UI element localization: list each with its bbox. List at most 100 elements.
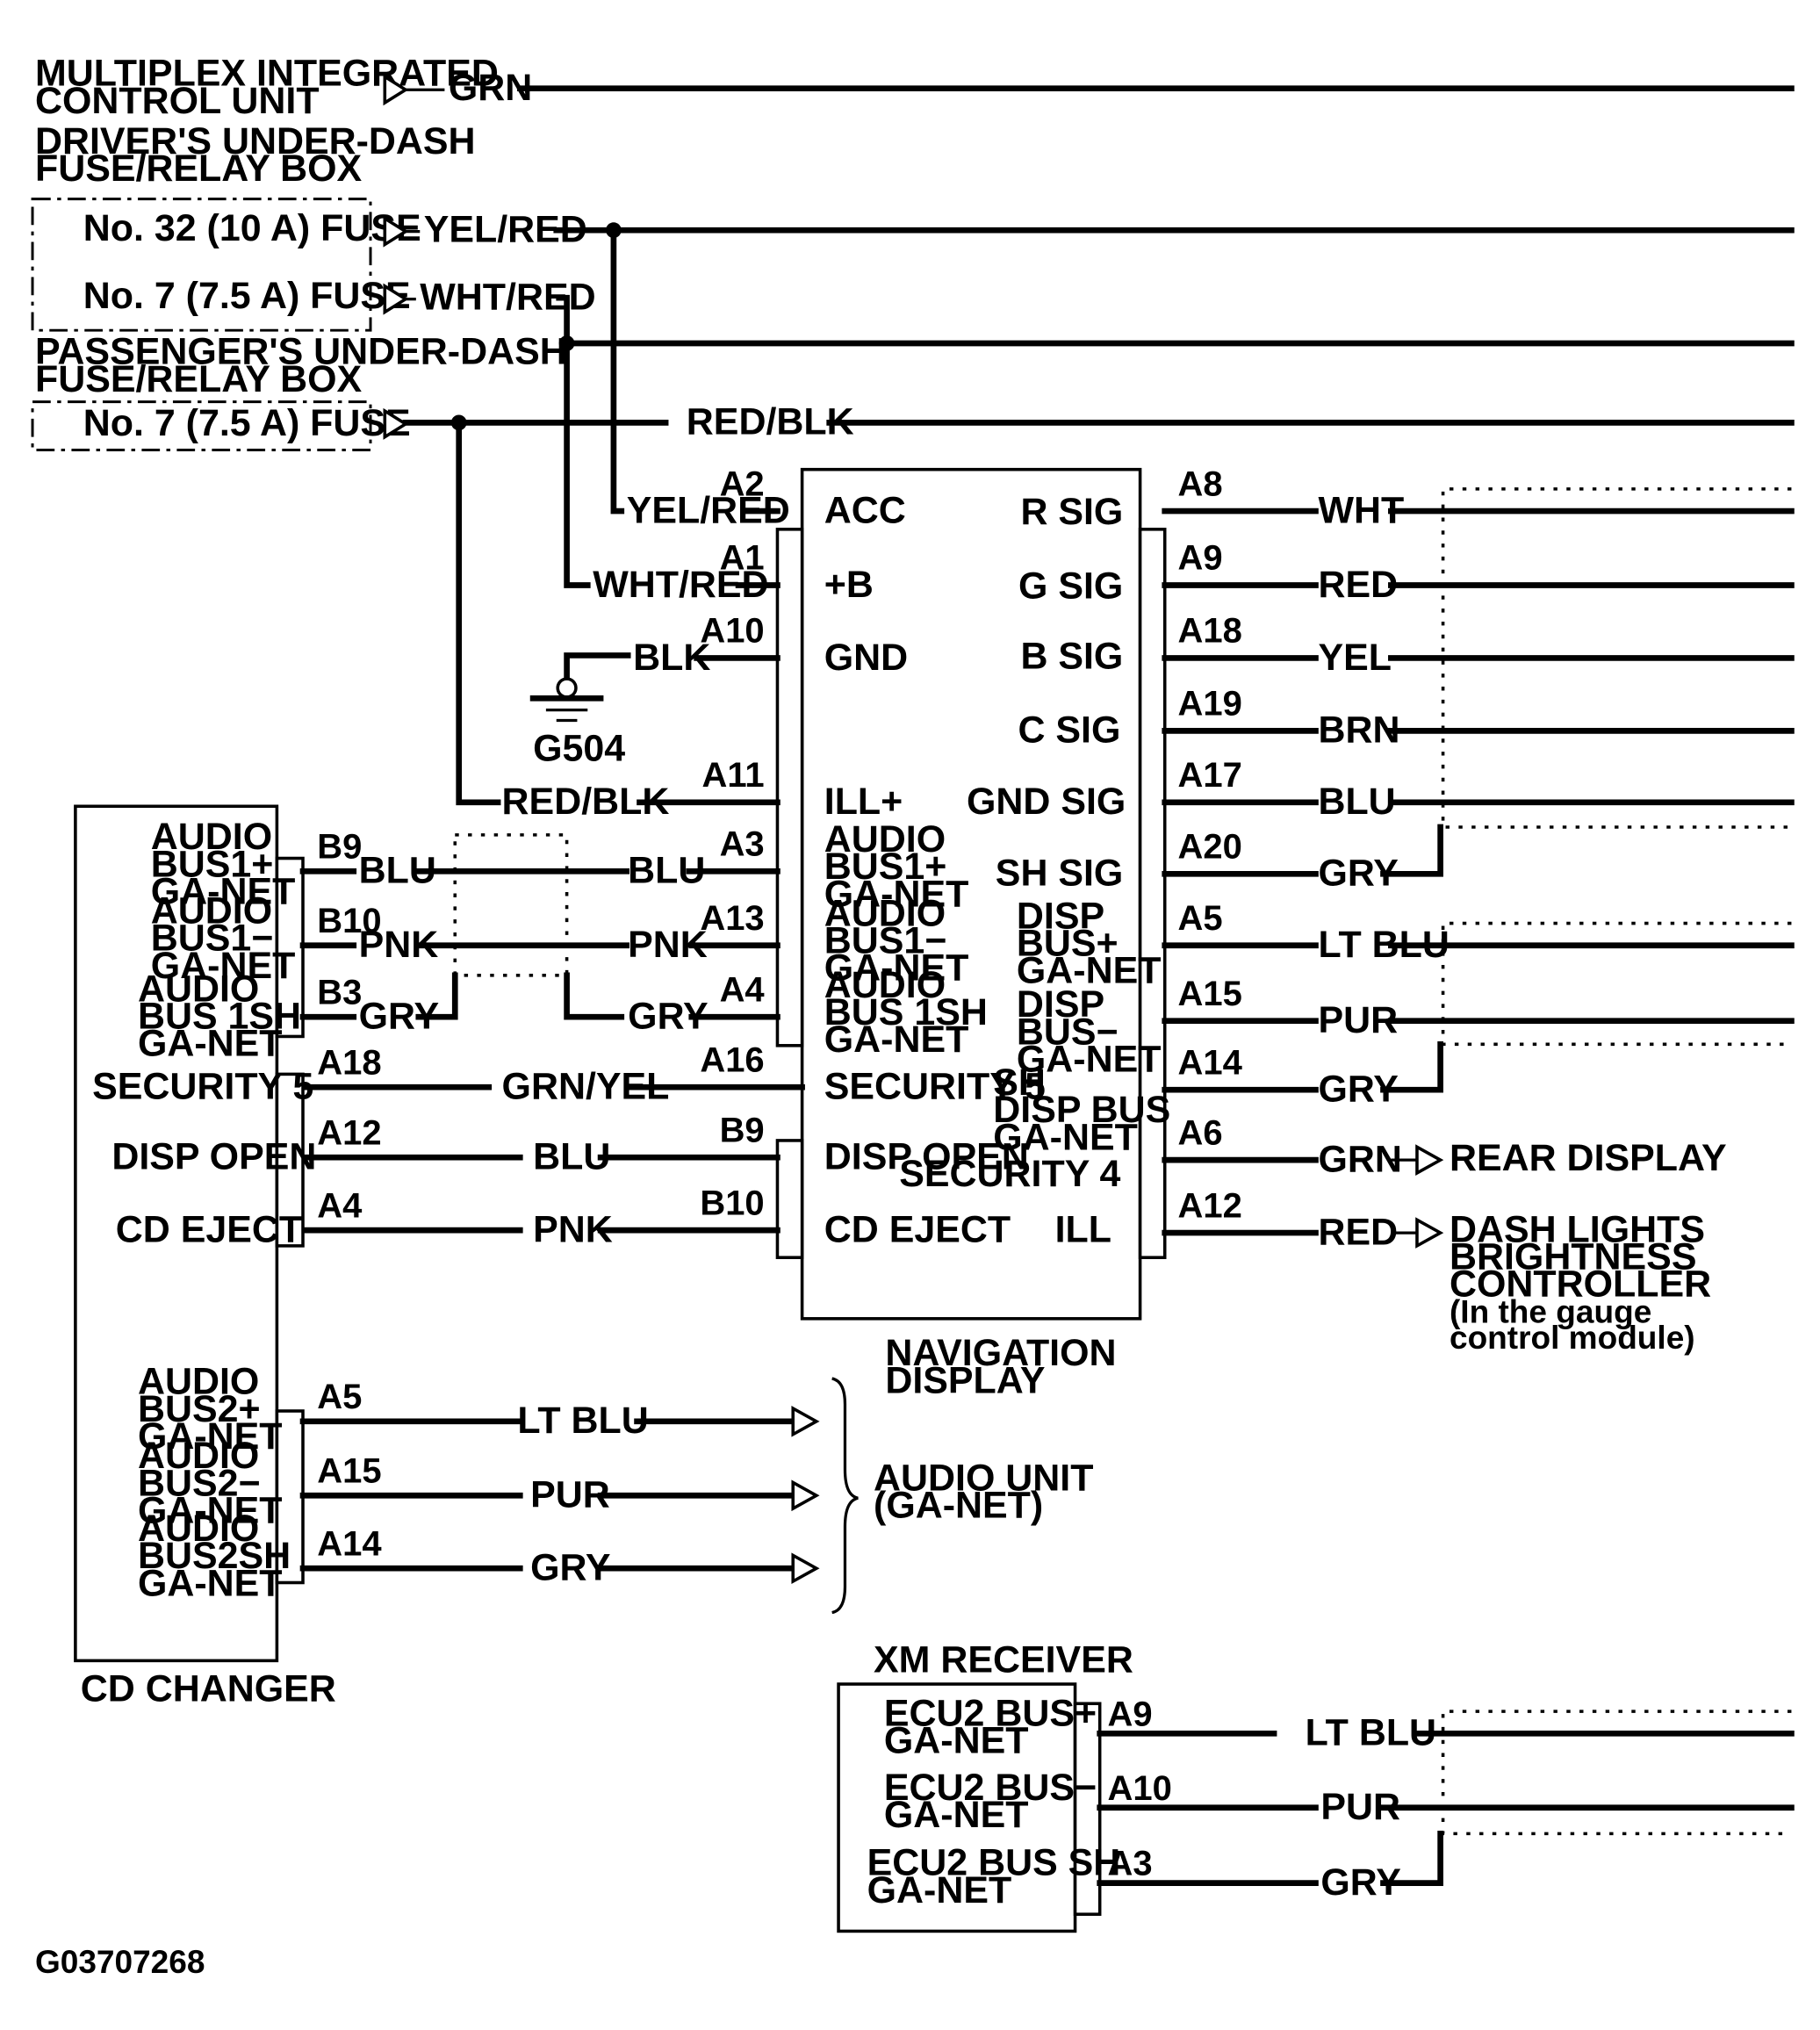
audio-unit-arrow bbox=[791, 1479, 820, 1512]
nav-terminal-a9: G SIG bbox=[1018, 565, 1123, 607]
cd-terminal-a14: GA-NET bbox=[138, 1562, 283, 1604]
nav-terminal-a19: C SIG bbox=[1018, 709, 1120, 752]
ground-label: G504 bbox=[533, 727, 625, 769]
xm-terminal-a9: ECU2 BUS+ bbox=[884, 1692, 1097, 1734]
nav-pin-a19: A19 bbox=[1178, 685, 1242, 723]
shield-groups bbox=[453, 487, 1792, 1093]
wire bbox=[415, 972, 458, 1020]
cd-terminal-b9: AUDIO bbox=[151, 816, 272, 858]
cd-wire-a5: LT BLU bbox=[517, 1400, 648, 1442]
cd-pin-a15: A15 bbox=[317, 1451, 381, 1490]
cd-changer-pins: AUDIOBUS1+GA-NETB9BLUAUDIOBUS1−GA-NETB10… bbox=[92, 816, 820, 1604]
nav-wire-a12: RED bbox=[1318, 1211, 1398, 1253]
nav-terminal-a3: BUS1+ bbox=[824, 846, 947, 888]
nav-terminal-a13: GA-NET bbox=[824, 947, 969, 990]
xm-terminal-a10: GA-NET bbox=[884, 1794, 1029, 1836]
multiplex-label-2: CONTROL UNIT bbox=[35, 80, 320, 122]
nav-pin-a13: A13 bbox=[700, 899, 764, 938]
nav-terminal-a13: BUS1− bbox=[824, 920, 947, 962]
cd-terminal-a5: BUS2+ bbox=[138, 1388, 261, 1430]
wire-wht-red bbox=[556, 294, 570, 347]
fuse-32-label: No. 32 (10 A) FUSE bbox=[83, 207, 421, 249]
cd-wire-b9: BLU bbox=[359, 850, 436, 892]
cd-terminal-a18: SECURITY 5 bbox=[92, 1066, 313, 1108]
nav-terminal-b10: CD EJECT bbox=[824, 1208, 1011, 1250]
nav-body bbox=[800, 467, 1142, 1321]
nav-terminal-a5: BUS+ bbox=[1017, 923, 1119, 965]
nav-terminal-a14: SH bbox=[993, 1062, 1046, 1104]
nav-terminal-a14: GA-NET bbox=[993, 1116, 1138, 1158]
cd-wire-a15: PUR bbox=[530, 1474, 610, 1516]
nav-pin-a10: A10 bbox=[700, 612, 764, 651]
nav-pin-a14: A14 bbox=[1178, 1043, 1243, 1082]
cd-terminal-a5: GA-NET bbox=[138, 1415, 283, 1458]
nav-terminal-a3: AUDIO bbox=[824, 818, 946, 860]
wire-label: BLU bbox=[533, 1136, 610, 1178]
xm-pin-a3: A3 bbox=[1108, 1845, 1153, 1883]
cd-terminal-a14: BUS2SH bbox=[138, 1535, 291, 1577]
dash-lights-label-5: control module) bbox=[1450, 1319, 1695, 1356]
cd-pin-b3: B3 bbox=[317, 973, 362, 1011]
nav-pin-a17: A17 bbox=[1178, 756, 1242, 795]
xm-receiver: XM RECEIVER bbox=[837, 1639, 1792, 1933]
nav-terminal-a15: GA-NET bbox=[1017, 1038, 1162, 1080]
nav-terminal-a6: SECURITY 4 bbox=[899, 1153, 1120, 1195]
audio-unit-label-2: (GA-NET) bbox=[874, 1484, 1043, 1526]
cd-terminal-b9: BUS1+ bbox=[151, 843, 274, 885]
xm-pin-a10: A10 bbox=[1108, 1769, 1172, 1808]
cd-pin-b10: B10 bbox=[317, 902, 381, 940]
wire-red-blk-label: RED/BLK bbox=[687, 401, 854, 443]
cd-changer-body bbox=[74, 804, 279, 1663]
cd-terminal-b3: AUDIO bbox=[138, 968, 259, 1010]
nav-pin-a20: A20 bbox=[1178, 828, 1242, 867]
driver-box-label-2: FUSE/RELAY BOX bbox=[35, 148, 363, 190]
cd-terminal-b9: GA-NET bbox=[151, 870, 296, 912]
nav-terminal-a14: DISP BUS bbox=[993, 1089, 1170, 1131]
nav-terminal-a13: AUDIO bbox=[824, 893, 946, 935]
nav-pin-a6: A6 bbox=[1178, 1113, 1223, 1152]
cd-wire-a14: GRY bbox=[530, 1547, 610, 1589]
nav-pin-b9: B9 bbox=[720, 1111, 765, 1149]
nav-wire-a6: GRN bbox=[1318, 1138, 1401, 1180]
dash-lights-label-4: (In the gauge bbox=[1450, 1292, 1651, 1329]
nav-terminal-a20: SH SIG bbox=[996, 853, 1124, 895]
cd-pin-a14: A14 bbox=[317, 1524, 382, 1563]
dash-lights-output: DASH LIGHTS BRIGHTNESS CONTROLLER (In th… bbox=[1391, 1208, 1711, 1356]
nav-label-1: NAVIGATION bbox=[885, 1332, 1116, 1374]
nav-wire-a9: RED bbox=[1318, 564, 1398, 606]
diagram-id: G03707268 bbox=[35, 1943, 205, 1980]
cd-terminal-b10: AUDIO bbox=[151, 890, 272, 932]
nav-wire-a17: BLU bbox=[1318, 781, 1395, 823]
nav-terminal-a16: SECURITY 5 bbox=[824, 1066, 1046, 1108]
nav-terminal-a1: +B bbox=[824, 564, 874, 606]
xm-terminal-a9: GA-NET bbox=[884, 1720, 1029, 1762]
nav-terminal-a4: BUS 1SH bbox=[824, 991, 988, 1033]
nav-left-pins: ACCA2YEL/RED+BA1WHT/REDGNDA10BLKILL+A11R… bbox=[304, 464, 1046, 1250]
nav-pin-a5: A5 bbox=[1178, 899, 1223, 938]
cd-terminal-a12: DISP OPEN bbox=[112, 1136, 316, 1178]
xm-wire-a3: GRY bbox=[1320, 1861, 1400, 1904]
nav-pin-b10: B10 bbox=[700, 1184, 764, 1222]
nav-wire-a18: YEL bbox=[1318, 637, 1392, 679]
cd-pin-a5: A5 bbox=[317, 1378, 362, 1416]
nav-wire-a19: BRN bbox=[1318, 709, 1399, 752]
rear-display-label: REAR DISPLAY bbox=[1450, 1137, 1727, 1179]
passenger-box-label-2: FUSE/RELAY BOX bbox=[35, 358, 363, 400]
cd-terminal-a4: CD EJECT bbox=[116, 1208, 302, 1250]
nav-pin-a15: A15 bbox=[1178, 975, 1242, 1013]
nav-terminal-a10: GND bbox=[824, 637, 908, 679]
cd-wire-b10: PNK bbox=[359, 924, 439, 966]
nav-pin-a18: A18 bbox=[1178, 612, 1242, 651]
dash-lights-label-1: DASH LIGHTS bbox=[1450, 1208, 1705, 1250]
driver-fuse-box: DRIVER'S UNDER-DASH FUSE/RELAY BOX No. 3… bbox=[31, 120, 1795, 347]
nav-connector-a-left bbox=[775, 528, 804, 1047]
cd-terminal-b10: GA-NET bbox=[151, 945, 296, 987]
cd-terminal-a15: GA-NET bbox=[138, 1489, 283, 1531]
cd-terminal-b3: BUS 1SH bbox=[138, 996, 301, 1038]
cd-changer: CD CHANGER bbox=[74, 804, 336, 1710]
nav-pin-a12: A12 bbox=[1178, 1186, 1242, 1225]
cd-pin-b9: B9 bbox=[317, 828, 362, 867]
passenger-fuse-box: PASSENGER'S UNDER-DASH FUSE/RELAY BOX No… bbox=[31, 331, 1795, 451]
